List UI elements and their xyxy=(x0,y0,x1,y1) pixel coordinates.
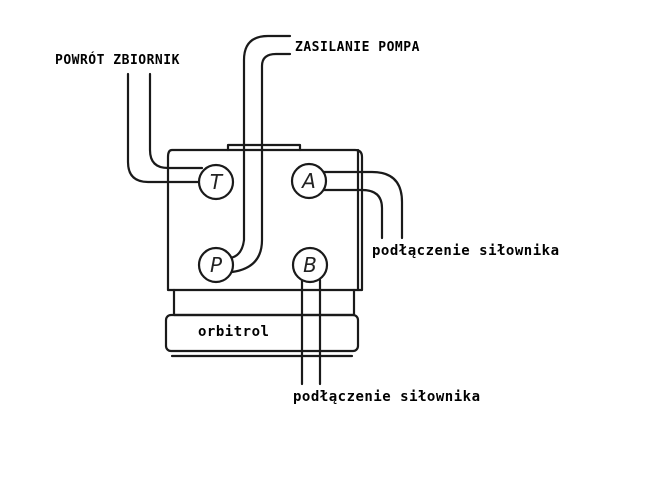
return-pipe-inner xyxy=(148,72,204,170)
port-b-circle xyxy=(291,246,329,284)
actuator-b-label: podłączenie siłownika xyxy=(293,389,481,405)
return-pipe xyxy=(126,72,204,184)
port-t-circle xyxy=(197,163,235,201)
supply-pipe-inner xyxy=(230,52,292,274)
orbitrol-base xyxy=(164,313,360,353)
orbitrol-label: orbitrol xyxy=(198,324,270,340)
actuator-a-pipe-inner xyxy=(320,188,384,240)
port-p-label: P xyxy=(210,253,223,277)
port-t-label: T xyxy=(210,170,224,194)
valve-collar xyxy=(172,288,356,317)
port-b-label: B xyxy=(303,253,317,277)
actuator-a-pipe xyxy=(320,170,404,240)
actuator-a-label: podłączenie siłownika xyxy=(372,243,560,259)
port-a-label: A xyxy=(300,169,316,193)
return-tank-label: POWRÓT ZBIORNIK xyxy=(55,53,180,68)
port-p-circle xyxy=(197,246,235,284)
port-a-circle xyxy=(290,162,328,200)
supply-pump-label: ZASILANIE POMPA xyxy=(295,40,420,55)
valve-top-boss xyxy=(226,143,302,152)
supply-pipe xyxy=(228,34,292,260)
